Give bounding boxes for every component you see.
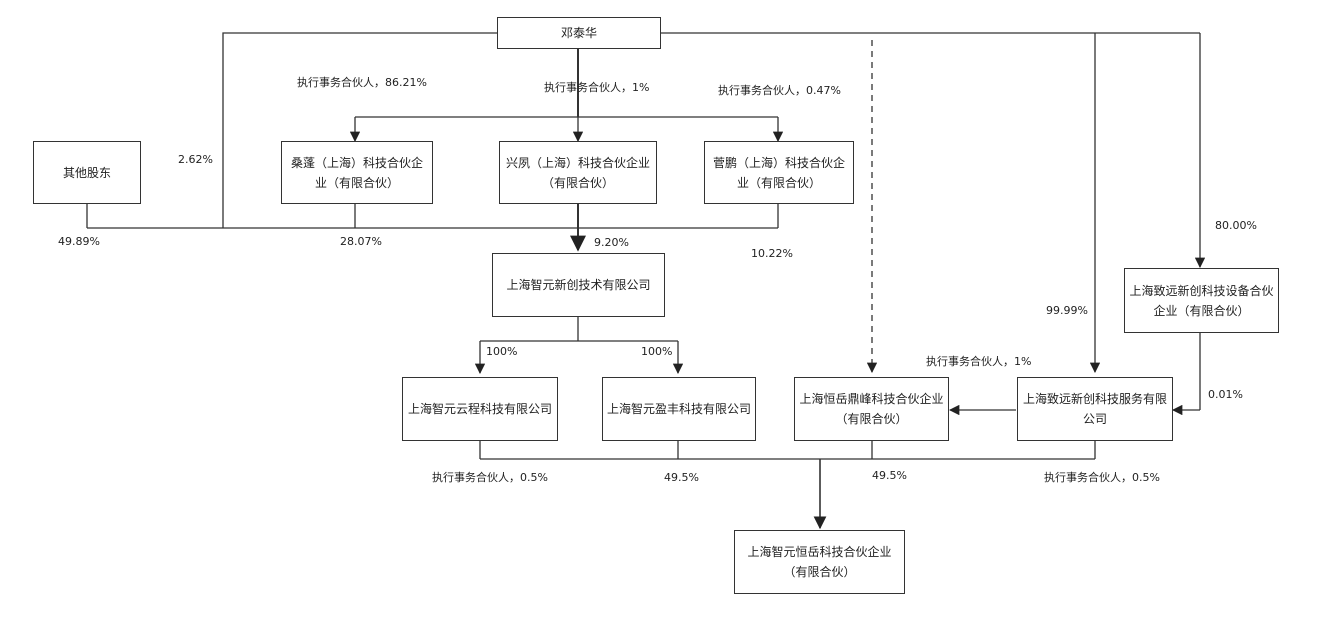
line-deng-left bbox=[222, 32, 497, 228]
node-yuncheng: 上海智元云程科技有限公司 bbox=[402, 377, 558, 441]
node-label: 桑蓬（上海）科技合伙企业（有限合伙） bbox=[290, 155, 423, 190]
node-xingfeng: 兴夙（上海）科技合伙企业（有限合伙） bbox=[499, 141, 657, 204]
node-label: 上海智元恒岳科技合伙企业（有限合伙） bbox=[747, 545, 892, 579]
label-28-07: 28.07% bbox=[340, 235, 382, 248]
node-jingpeng: 菅鹏（上海）科技合伙企业（有限合伙） bbox=[704, 141, 854, 204]
node-label: 菅鹏（上海）科技合伙企业（有限合伙） bbox=[712, 155, 845, 190]
node-hengyue-dingfeng: 上海恒岳鼎峰科技合伙企业（有限合伙） bbox=[794, 377, 949, 441]
node-sangpeng: 桑蓬（上海）科技合伙企业（有限合伙） bbox=[281, 141, 433, 204]
label-gp-1b: 执行事务合伙人，1% bbox=[926, 355, 1032, 368]
label-9-20: 9.20% bbox=[594, 236, 629, 249]
node-label: 上海致远新创科技服务有限公司 bbox=[1022, 392, 1167, 426]
label-2-62: 2.62% bbox=[178, 153, 213, 166]
node-others: 其他股东 bbox=[33, 141, 141, 204]
label-49-5b: 49.5% bbox=[872, 469, 907, 482]
label-100-a: 100% bbox=[486, 345, 518, 358]
node-label: 其他股东 bbox=[62, 165, 111, 180]
node-zhiyuan-xin: 上海智元新创技术有限公司 bbox=[492, 253, 665, 317]
node-label: 上海智元云程科技有限公司 bbox=[407, 402, 552, 416]
label-gp-8621: 执行事务合伙人，86.21% bbox=[297, 76, 427, 89]
label-99-99: 99.99% bbox=[1046, 304, 1088, 317]
node-label: 邓泰华 bbox=[560, 26, 597, 40]
label-gp-05b: 执行事务合伙人，0.5% bbox=[1044, 471, 1160, 484]
node-zhiyuan-service: 上海致远新创科技服务有限公司 bbox=[1017, 377, 1173, 441]
node-label: 上海致远新创科技设备合伙企业（有限合伙） bbox=[1129, 283, 1274, 318]
node-hengyue-final: 上海智元恒岳科技合伙企业（有限合伙） bbox=[734, 530, 905, 594]
node-zhiyuan-equip: 上海致远新创科技设备合伙企业（有限合伙） bbox=[1124, 268, 1279, 333]
label-gp-05a: 执行事务合伙人，0.5% bbox=[432, 471, 548, 484]
label-100-b: 100% bbox=[641, 345, 673, 358]
label-gp-1: 执行事务合伙人，1% bbox=[544, 81, 650, 94]
node-label: 兴夙（上海）科技合伙企业（有限合伙） bbox=[505, 155, 650, 190]
label-49-89: 49.89% bbox=[58, 235, 100, 248]
node-label: 上海智元盈丰科技有限公司 bbox=[607, 402, 752, 416]
label-gp-047: 执行事务合伙人，0.47% bbox=[718, 84, 841, 97]
label-0-01: 0.01% bbox=[1208, 388, 1243, 401]
node-deng: 邓泰华 bbox=[497, 17, 661, 49]
label-80-00: 80.00% bbox=[1215, 219, 1257, 232]
node-label: 上海智元新创技术有限公司 bbox=[506, 278, 651, 292]
node-yingfeng: 上海智元盈丰科技有限公司 bbox=[602, 377, 756, 441]
label-49-5a: 49.5% bbox=[664, 471, 699, 484]
node-label: 上海恒岳鼎峰科技合伙企业（有限合伙） bbox=[799, 392, 944, 426]
label-10-22: 10.22% bbox=[751, 247, 793, 260]
